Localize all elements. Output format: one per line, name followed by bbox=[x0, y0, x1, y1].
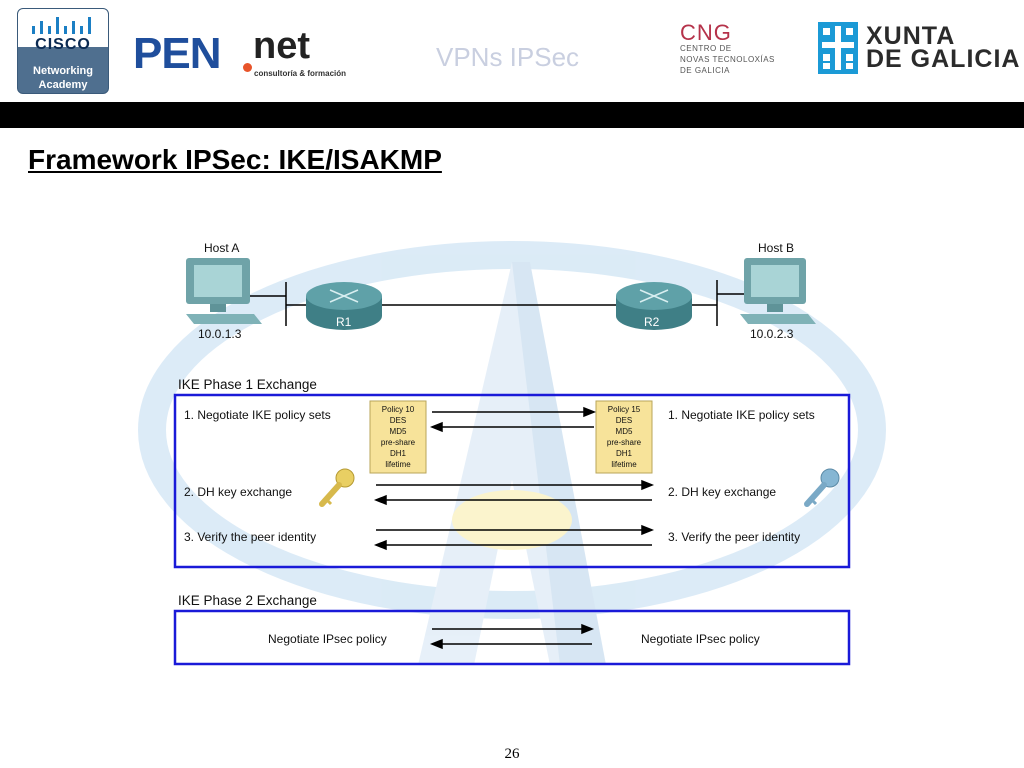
xunta-line-1: XUNTA bbox=[866, 22, 956, 50]
header-divider-bar bbox=[0, 102, 1024, 128]
policy-left-line: Policy 10 bbox=[382, 405, 415, 414]
phase1-step1-left: 1. Negotiate IKE policy sets bbox=[184, 408, 331, 422]
policy-card-left bbox=[369, 400, 427, 474]
cisco-networking-academy-logo: CISCO Networking Academy bbox=[17, 8, 109, 94]
key-icon-blue bbox=[804, 468, 840, 507]
phase2-left-label: Negotiate IPsec policy bbox=[268, 632, 387, 646]
phase2-title: IKE Phase 2 Exchange bbox=[178, 593, 317, 608]
cntg-logo: CNG CENTRO DE NOVAS TECNOLOXÍAS DE GALIC… bbox=[680, 20, 800, 78]
phase2-box bbox=[173, 609, 851, 666]
cisco-bars-icon bbox=[32, 17, 91, 34]
phase1-step3-right: 3. Verify the peer identity bbox=[668, 530, 800, 544]
policy-left-line: MD5 bbox=[390, 427, 407, 436]
pen-dot-icon bbox=[243, 63, 252, 72]
policy-left-line: pre-share bbox=[381, 438, 416, 447]
phase1-step2-left: 2. DH key exchange bbox=[184, 485, 292, 499]
host-a-computer-icon bbox=[186, 258, 262, 324]
background-watermark bbox=[138, 241, 886, 665]
cntg-line-1: CENTRO DE bbox=[680, 44, 732, 53]
pen-wordmark: PEN bbox=[133, 29, 221, 78]
router-r1-label: R1 bbox=[336, 315, 352, 329]
policy-left-line: lifetime bbox=[385, 460, 411, 469]
host-a-label: Host A bbox=[204, 241, 239, 255]
policy-left-line: DES bbox=[390, 416, 406, 425]
phase1-step1-right: 1. Negotiate IKE policy sets bbox=[668, 408, 815, 422]
phase1-box bbox=[173, 393, 851, 569]
cntg-mark: CNG bbox=[680, 20, 732, 45]
xunta-line-2: DE GALICIA bbox=[866, 45, 1021, 73]
host-b-label: Host B bbox=[758, 241, 794, 255]
cntg-line-3: DE GALICIA bbox=[680, 66, 730, 75]
pen-net-wordmark: net bbox=[253, 25, 310, 67]
pen-net-logo: PEN net consultoría & formación bbox=[133, 25, 363, 85]
phase2-right-label: Negotiate IPsec policy bbox=[641, 632, 760, 646]
cntg-line-2: NOVAS TECNOLOXÍAS bbox=[680, 55, 775, 64]
key-icon-yellow bbox=[319, 468, 355, 507]
phase1-step2-right: 2. DH key exchange bbox=[668, 485, 776, 499]
policy-right-line: MD5 bbox=[616, 427, 633, 436]
pen-tagline: consultoría & formación bbox=[254, 69, 347, 78]
phase1-step3-left: 3. Verify the peer identity bbox=[184, 530, 316, 544]
policy-left-line: DH1 bbox=[390, 449, 407, 458]
router-r2-label: R2 bbox=[644, 315, 660, 329]
host-b-ip: 10.0.2.3 bbox=[750, 327, 794, 341]
phase2-arrows bbox=[429, 623, 595, 650]
host-b-computer-icon bbox=[740, 258, 816, 324]
policy-card-right bbox=[595, 400, 653, 474]
cisco-academy-text: Academy bbox=[38, 79, 88, 91]
xunta-flag-icon bbox=[818, 22, 858, 74]
header-center-title: VPNs IPSec bbox=[436, 42, 580, 72]
policy-right-line: pre-share bbox=[607, 438, 642, 447]
router-r1-icon bbox=[306, 282, 382, 330]
policy-right-line: DES bbox=[616, 416, 632, 425]
host-a-ip: 10.0.1.3 bbox=[198, 327, 242, 341]
policy-right-line: lifetime bbox=[611, 460, 637, 469]
page-number: 26 bbox=[504, 746, 520, 762]
cisco-wordmark: CISCO bbox=[35, 36, 91, 53]
cisco-networking-text: Networking bbox=[33, 65, 93, 77]
policy-right-line: DH1 bbox=[616, 449, 633, 458]
phase1-title: IKE Phase 1 Exchange bbox=[178, 377, 317, 392]
policy-right-line: Policy 15 bbox=[608, 405, 641, 414]
phase1-arrows bbox=[373, 406, 655, 551]
slide-title: Framework IPSec: IKE/ISAKMP bbox=[28, 144, 442, 175]
router-r2-icon bbox=[616, 282, 692, 330]
